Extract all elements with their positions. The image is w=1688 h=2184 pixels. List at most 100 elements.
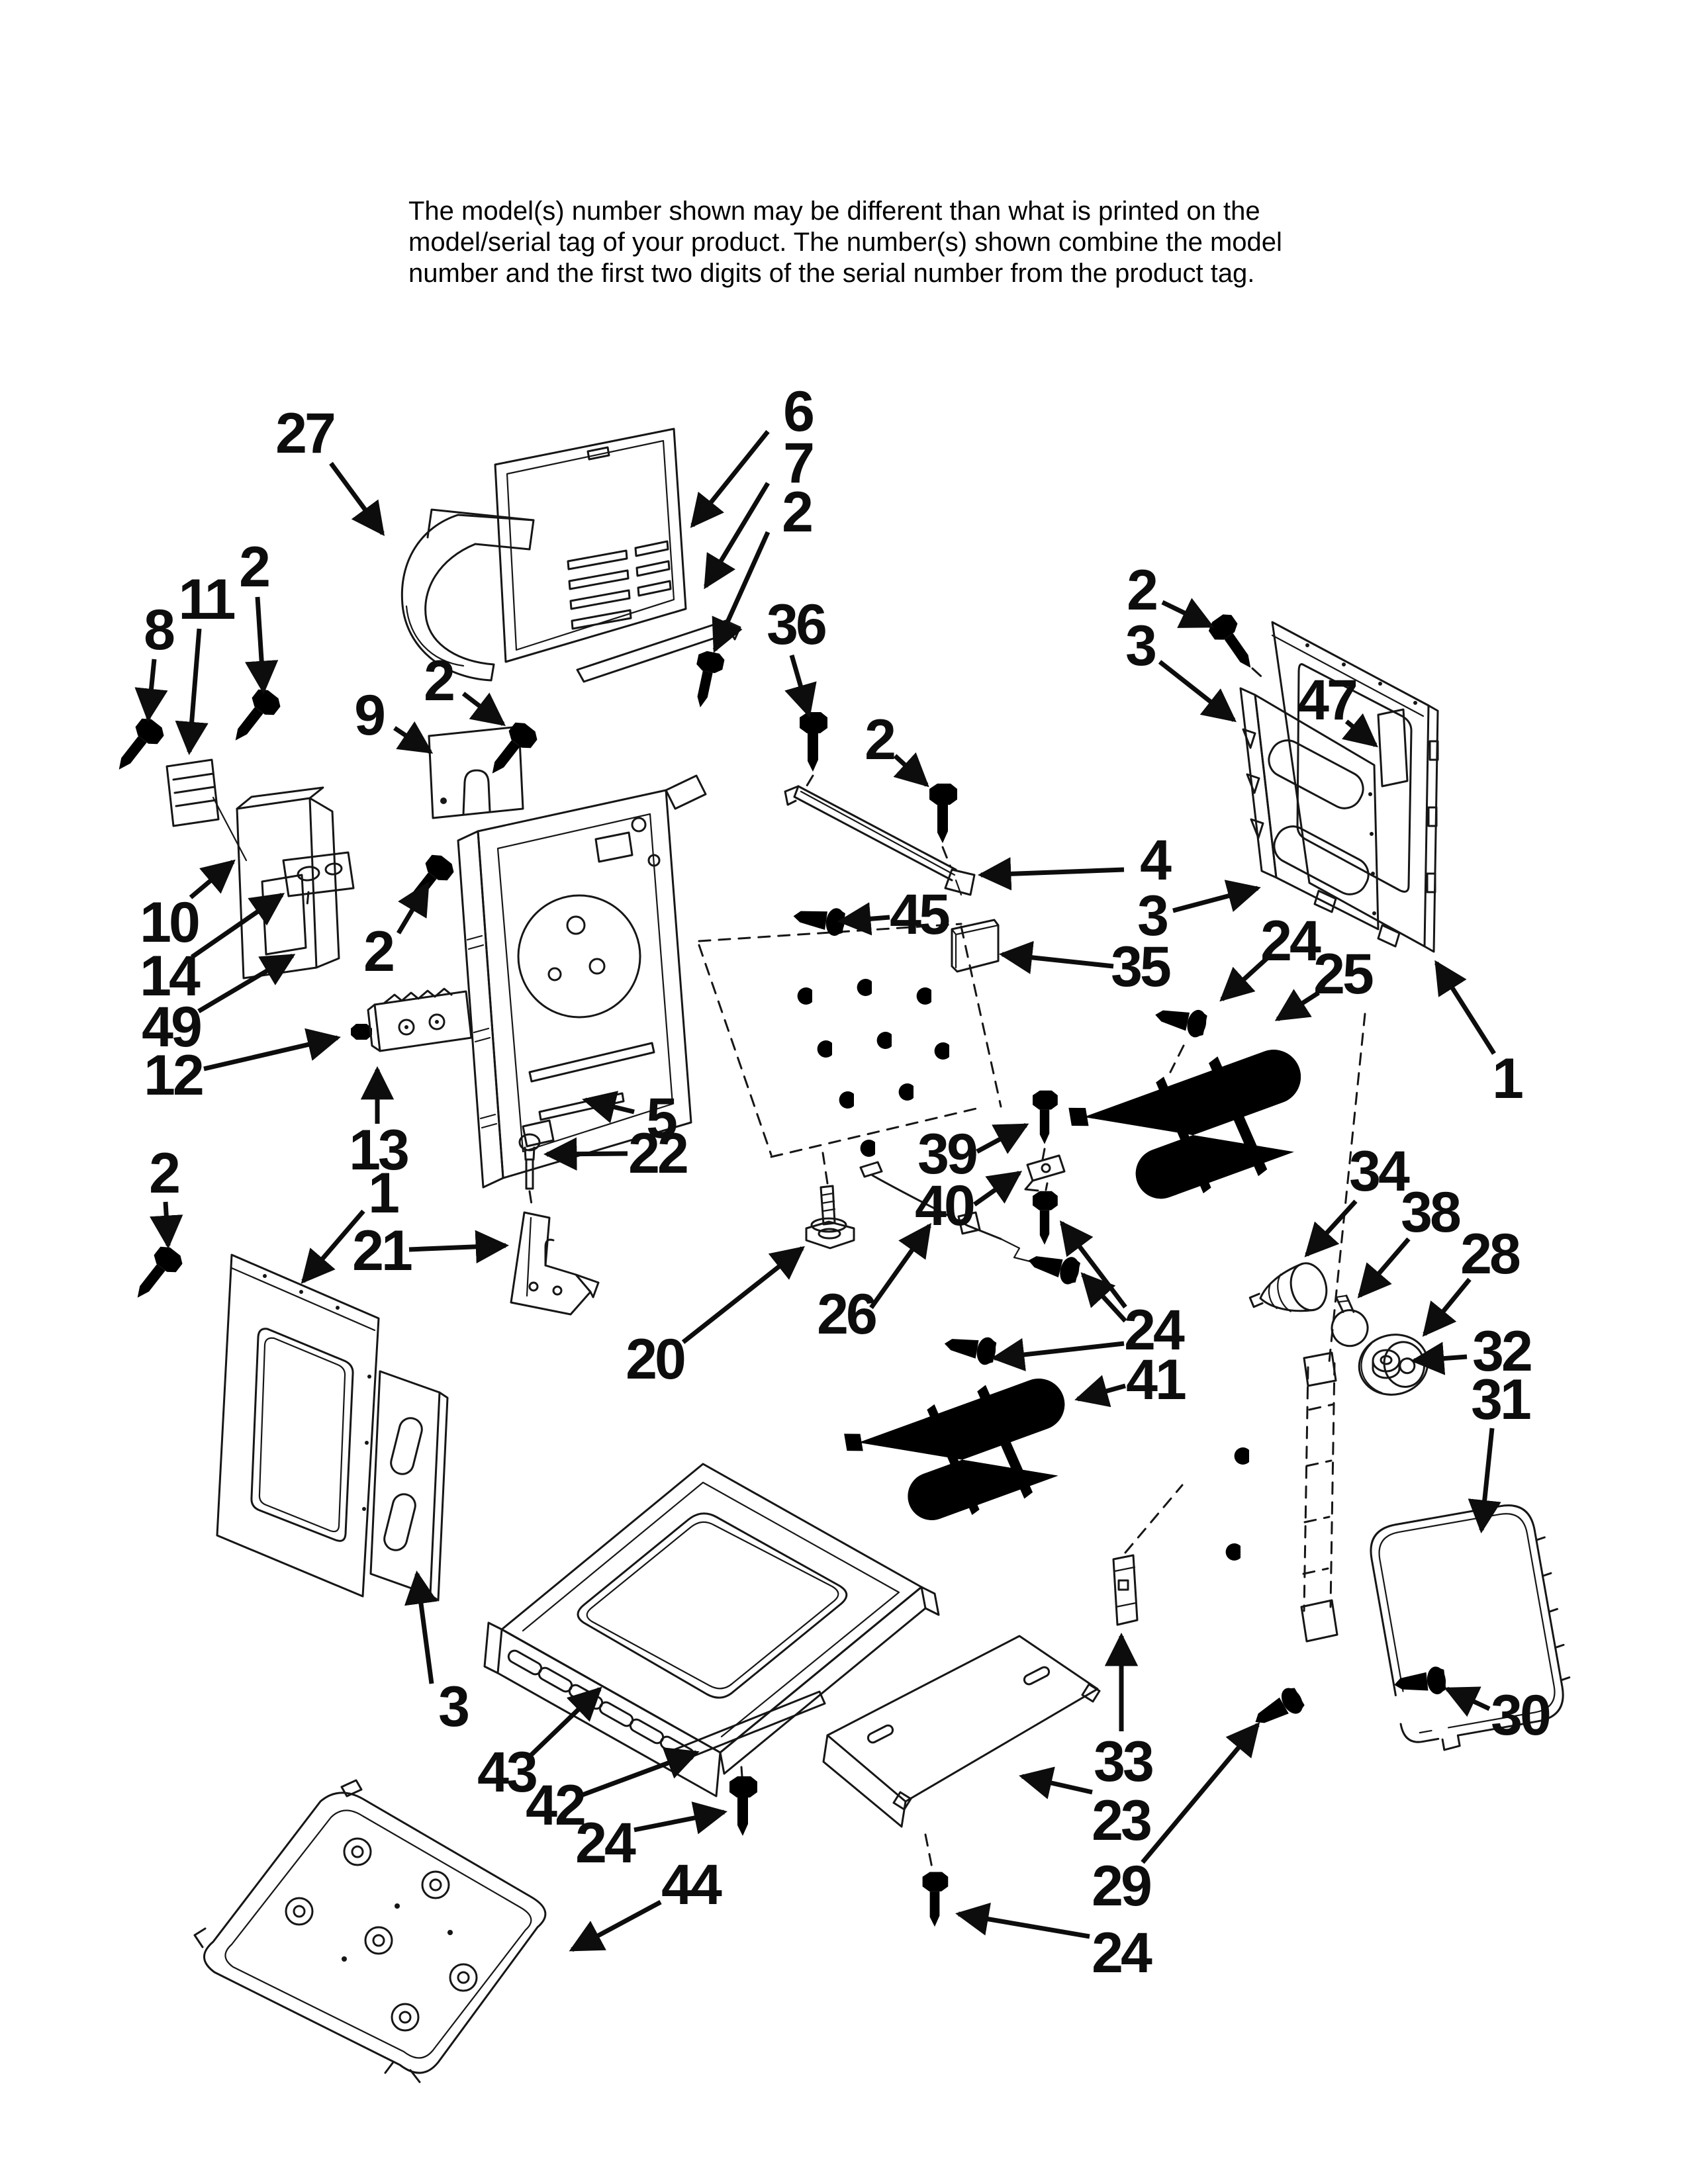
callout-arrow-40 xyxy=(972,1171,1023,1206)
callout-arrow-20 xyxy=(681,1246,805,1344)
part-43-main-top xyxy=(483,1463,940,1797)
callout-arrow-24 xyxy=(1219,956,1269,1002)
part-34-lamp-socket xyxy=(1248,1262,1328,1312)
callout-arrow-2 xyxy=(150,1201,183,1250)
callout-arrow-7 xyxy=(704,482,770,590)
callout-number-6: 6 xyxy=(783,380,813,443)
callout-arrow-36 xyxy=(784,655,817,718)
callout-number-28: 28 xyxy=(1460,1222,1520,1286)
part-20-leveling-leg xyxy=(805,1152,855,1250)
callout-number-21: 21 xyxy=(352,1219,412,1283)
callout-number-24: 24 xyxy=(1260,909,1321,973)
callout-arrow-9 xyxy=(393,721,434,754)
callout-arrow-1 xyxy=(301,1209,365,1284)
callout-number-3: 3 xyxy=(1125,614,1155,678)
callout-arrow-2 xyxy=(712,531,771,653)
callout-arrow-2 xyxy=(461,692,506,727)
callout-arrow-30 xyxy=(1444,1686,1491,1717)
callout-arrow-44 xyxy=(569,1899,662,1952)
callout-arrow-3 xyxy=(1172,880,1261,913)
callout-number-2: 2 xyxy=(239,535,269,599)
callout-arrow-2 xyxy=(396,881,430,934)
callout-number-43: 43 xyxy=(477,1741,536,1804)
callout-arrow-45 xyxy=(837,902,890,936)
callout-arrow-21 xyxy=(408,1230,510,1264)
callout-number-24: 24 xyxy=(1124,1298,1185,1362)
part-1-left-side-panel xyxy=(216,1253,380,1598)
part-23-access-panel xyxy=(822,1635,1101,1869)
callout-arrow-47 xyxy=(1341,713,1378,748)
callout-number-36: 36 xyxy=(767,593,825,657)
callout-number-8: 8 xyxy=(144,598,174,662)
callout-number-2: 2 xyxy=(782,480,812,544)
callout-arrow-6 xyxy=(690,430,770,528)
callout-number-49: 49 xyxy=(142,995,201,1059)
part-3-left-inner-panel xyxy=(369,1370,449,1602)
part-38-light-bulb xyxy=(1331,1295,1369,1347)
callout-number-3: 3 xyxy=(438,1675,468,1739)
part-5-rear-frame xyxy=(457,774,707,1189)
callout-arrow-2 xyxy=(893,752,929,788)
callout-arrow-42 xyxy=(581,1747,700,1797)
part-22-carriage-bolt xyxy=(518,1133,541,1210)
callout-number-41: 41 xyxy=(1126,1348,1186,1412)
callout-arrow-2 xyxy=(244,596,279,695)
callout-number-2: 2 xyxy=(865,708,894,772)
part-9-clip-plate xyxy=(428,725,524,819)
callout-arrow-11 xyxy=(175,628,209,756)
part-26-oven-sensor xyxy=(859,1161,1031,1263)
disclaimer-line-1: The model(s) number shown may be differe… xyxy=(408,197,1260,226)
callout-arrow-32 xyxy=(1410,1342,1468,1375)
callout-number-2: 2 xyxy=(424,649,453,713)
callout-number-42: 42 xyxy=(526,1774,585,1837)
callout-arrow-27 xyxy=(329,461,385,537)
part-44-bottom-pan xyxy=(193,1779,547,2083)
callout-number-12: 12 xyxy=(144,1044,203,1107)
callout-number-26: 26 xyxy=(817,1283,876,1346)
callout-number-2: 2 xyxy=(363,920,393,983)
callout-number-31: 31 xyxy=(1471,1368,1530,1432)
part-11-vent-sticker xyxy=(165,758,248,862)
callout-arrow-12 xyxy=(203,1028,341,1071)
callout-number-24: 24 xyxy=(575,1811,636,1875)
part-27-vent-handle xyxy=(400,508,535,682)
part-35-cover xyxy=(951,919,1000,973)
callout-number-47: 47 xyxy=(1297,668,1356,732)
callout-arrow-25 xyxy=(1274,989,1320,1021)
part-29-rear-channel xyxy=(788,1013,1366,1643)
callout-arrow-23 xyxy=(1019,1766,1093,1799)
callout-number-10: 10 xyxy=(140,891,199,954)
callout-number-14: 14 xyxy=(140,944,201,1008)
callout-number-27: 27 xyxy=(275,402,334,465)
parts-artwork xyxy=(108,428,1571,2083)
callout-arrow-3 xyxy=(1158,660,1237,723)
part-12-nut xyxy=(351,1024,372,1040)
callout-arrow-10 xyxy=(189,859,236,899)
callout-arrow-26 xyxy=(869,1222,931,1310)
disclaimer: The model(s) number shown may be differe… xyxy=(408,196,1295,289)
part-41-bake-element xyxy=(826,1358,1092,1556)
part-1-right-side-panel xyxy=(1271,621,1439,953)
part-28-lens-cover xyxy=(1358,1334,1429,1396)
callout-number-39: 39 xyxy=(917,1122,976,1186)
callout-number-40: 40 xyxy=(915,1174,974,1238)
part-31-rear-access-frame xyxy=(1370,1504,1571,1751)
callout-arrow-24 xyxy=(990,1338,1125,1371)
part-4-support-brace xyxy=(784,785,976,896)
callout-number-45: 45 xyxy=(890,883,949,946)
disclaimer-line-2: model/serial tag of your product. The nu… xyxy=(408,228,1282,257)
callout-number-30: 30 xyxy=(1491,1684,1550,1747)
callout-number-5: 5 xyxy=(646,1087,677,1150)
callout-number-2: 2 xyxy=(149,1142,179,1205)
callout-number-34: 34 xyxy=(1349,1140,1410,1203)
callout-number-29: 29 xyxy=(1092,1854,1150,1918)
callout-number-38: 38 xyxy=(1401,1181,1460,1244)
part-21-support-bracket xyxy=(510,1211,600,1316)
callout-number-44: 44 xyxy=(661,1853,722,1917)
callout-arrow-14 xyxy=(191,893,285,959)
callout-arrow-8 xyxy=(134,659,168,723)
callout-number-3: 3 xyxy=(1137,884,1167,948)
